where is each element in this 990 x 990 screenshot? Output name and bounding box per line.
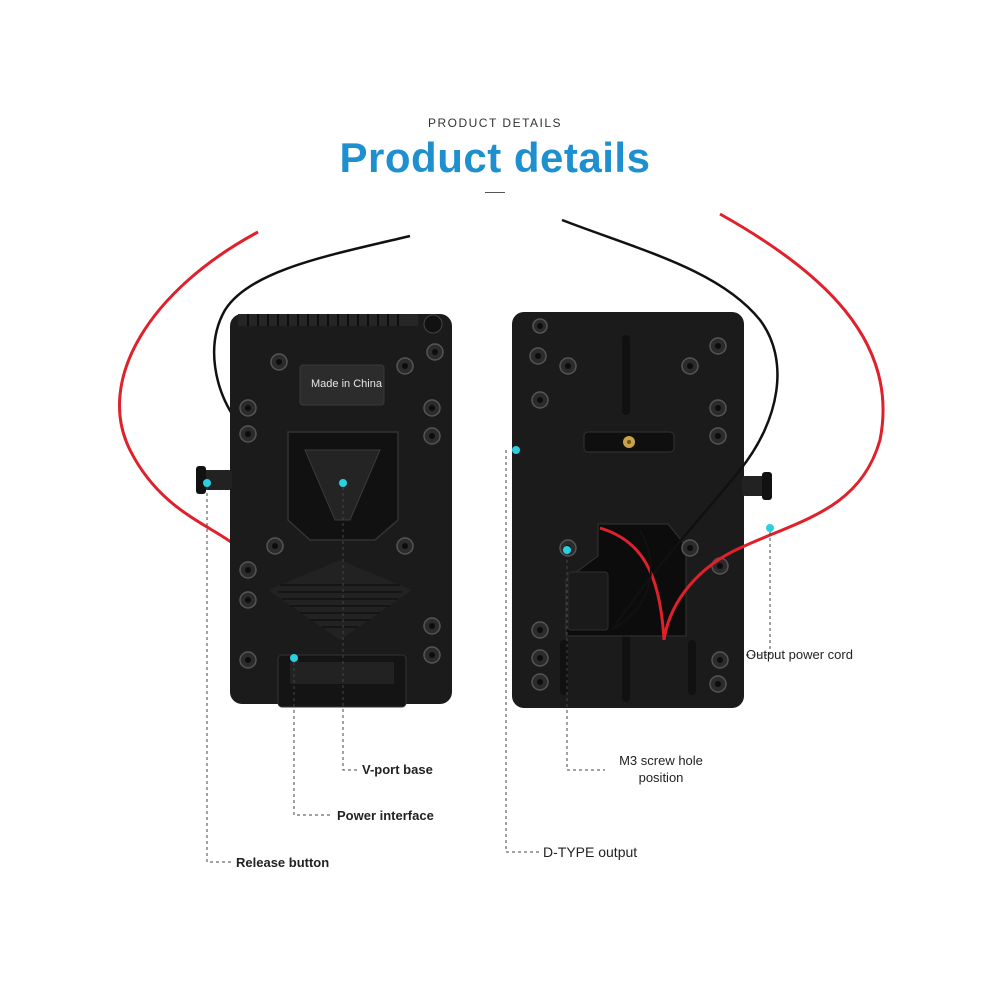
callout-m3-line2: position: [638, 770, 684, 785]
inner-black-wire: [611, 529, 652, 631]
left-black-wire: [213, 234, 411, 421]
page-title: Product details: [339, 134, 651, 181]
callout-m3-screw-hole: M3 screw hole position: [606, 752, 716, 786]
callout-m3-line1: M3 screw hole: [619, 753, 703, 768]
leader-release-button: [206, 487, 232, 863]
callout-markers: [203, 446, 774, 662]
callout-release-button: Release button: [236, 855, 330, 870]
leader-d-type: [505, 450, 540, 853]
leader-m3: [566, 554, 605, 771]
back-plate: [512, 312, 772, 708]
right-black-wire: [561, 218, 779, 631]
title-divider: [485, 192, 505, 193]
inner-red-wire: [599, 526, 666, 641]
leader-power-cord: [744, 532, 771, 656]
callout-v-port-base: V-port base: [362, 762, 433, 777]
callout-output-power-cord: Output power cord: [746, 647, 853, 662]
callout-power-interface: Power interface: [337, 808, 434, 823]
leader-v-port: [342, 487, 360, 771]
callout-d-type-output: D-TYPE output: [543, 844, 638, 860]
plate-label: Made in China: [311, 378, 382, 390]
left-red-wire: [118, 230, 259, 547]
leader-power-interface: [293, 662, 332, 816]
right-red-wire: [662, 212, 885, 641]
front-plate: [196, 314, 452, 708]
section-eyebrow: PRODUCT DETAILS: [427, 116, 563, 130]
